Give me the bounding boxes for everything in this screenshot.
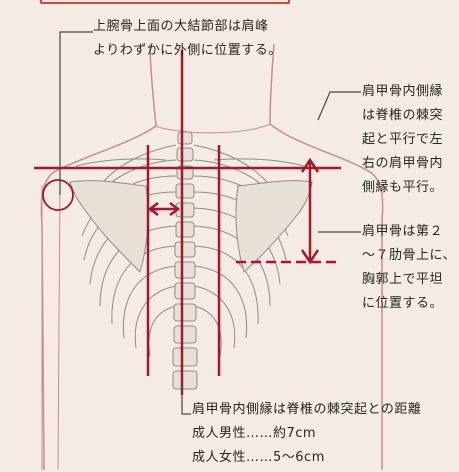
- neck-line: [155, 124, 270, 133]
- note-right-upper-line-1: 肩甲骨内側縁: [362, 84, 443, 99]
- note-right-upper-line-3: 起と平行で左: [362, 132, 443, 147]
- note-top-line-1: 上腕骨上面の大結節部は肩峰: [93, 19, 269, 34]
- right-clavicle: [214, 159, 304, 166]
- note-top-line-2: よりわずかに外側に位置する。: [93, 43, 282, 58]
- note-right-lower-line-2: ～７肋骨上に、: [362, 248, 456, 263]
- note-scapula-medial-border: 肩甲骨内側縁 は脊椎の棘突 起と平行で左 右の肩甲骨内 側縁も平行。: [362, 80, 457, 200]
- note-bottom-line-1: 肩甲骨内側縁は脊椎の棘突起との距離: [192, 398, 459, 422]
- note-right-lower-line-1: 肩甲骨は第２: [362, 224, 443, 239]
- note-scapula-spine-distance: 肩甲骨内側縁は脊椎の棘突起との距離 成人男性……約7cm 成人女性……5～6cm: [192, 398, 459, 470]
- note-greater-tubercle: 上腕骨上面の大結節部は肩峰 よりわずかに外側に位置する。: [93, 15, 353, 63]
- note-bottom-line-3: 成人女性……5～6cm: [192, 446, 459, 470]
- note-scapula-position: 肩甲骨は第２ ～７肋骨上に、 胸郭上で平坦 に位置する。: [362, 220, 457, 316]
- leader-top: [60, 32, 93, 195]
- note-right-lower-line-4: に位置する。: [362, 296, 443, 311]
- note-right-lower-line-3: 胸郭上で平坦: [362, 272, 443, 287]
- note-right-upper-line-5: 側縁も平行。: [362, 180, 443, 195]
- note-right-upper-line-4: 右の肩甲骨内: [362, 156, 443, 171]
- left-clavicle: [76, 159, 166, 166]
- left-scapula: [70, 181, 148, 272]
- greater-tubercle-circle: [43, 180, 73, 210]
- leader-right-upper: [318, 92, 361, 120]
- upper-arm-left: [42, 182, 60, 470]
- note-right-upper-line-2: は脊椎の棘突: [362, 108, 443, 123]
- note-bottom-line-2: 成人男性……約7cm: [192, 422, 459, 446]
